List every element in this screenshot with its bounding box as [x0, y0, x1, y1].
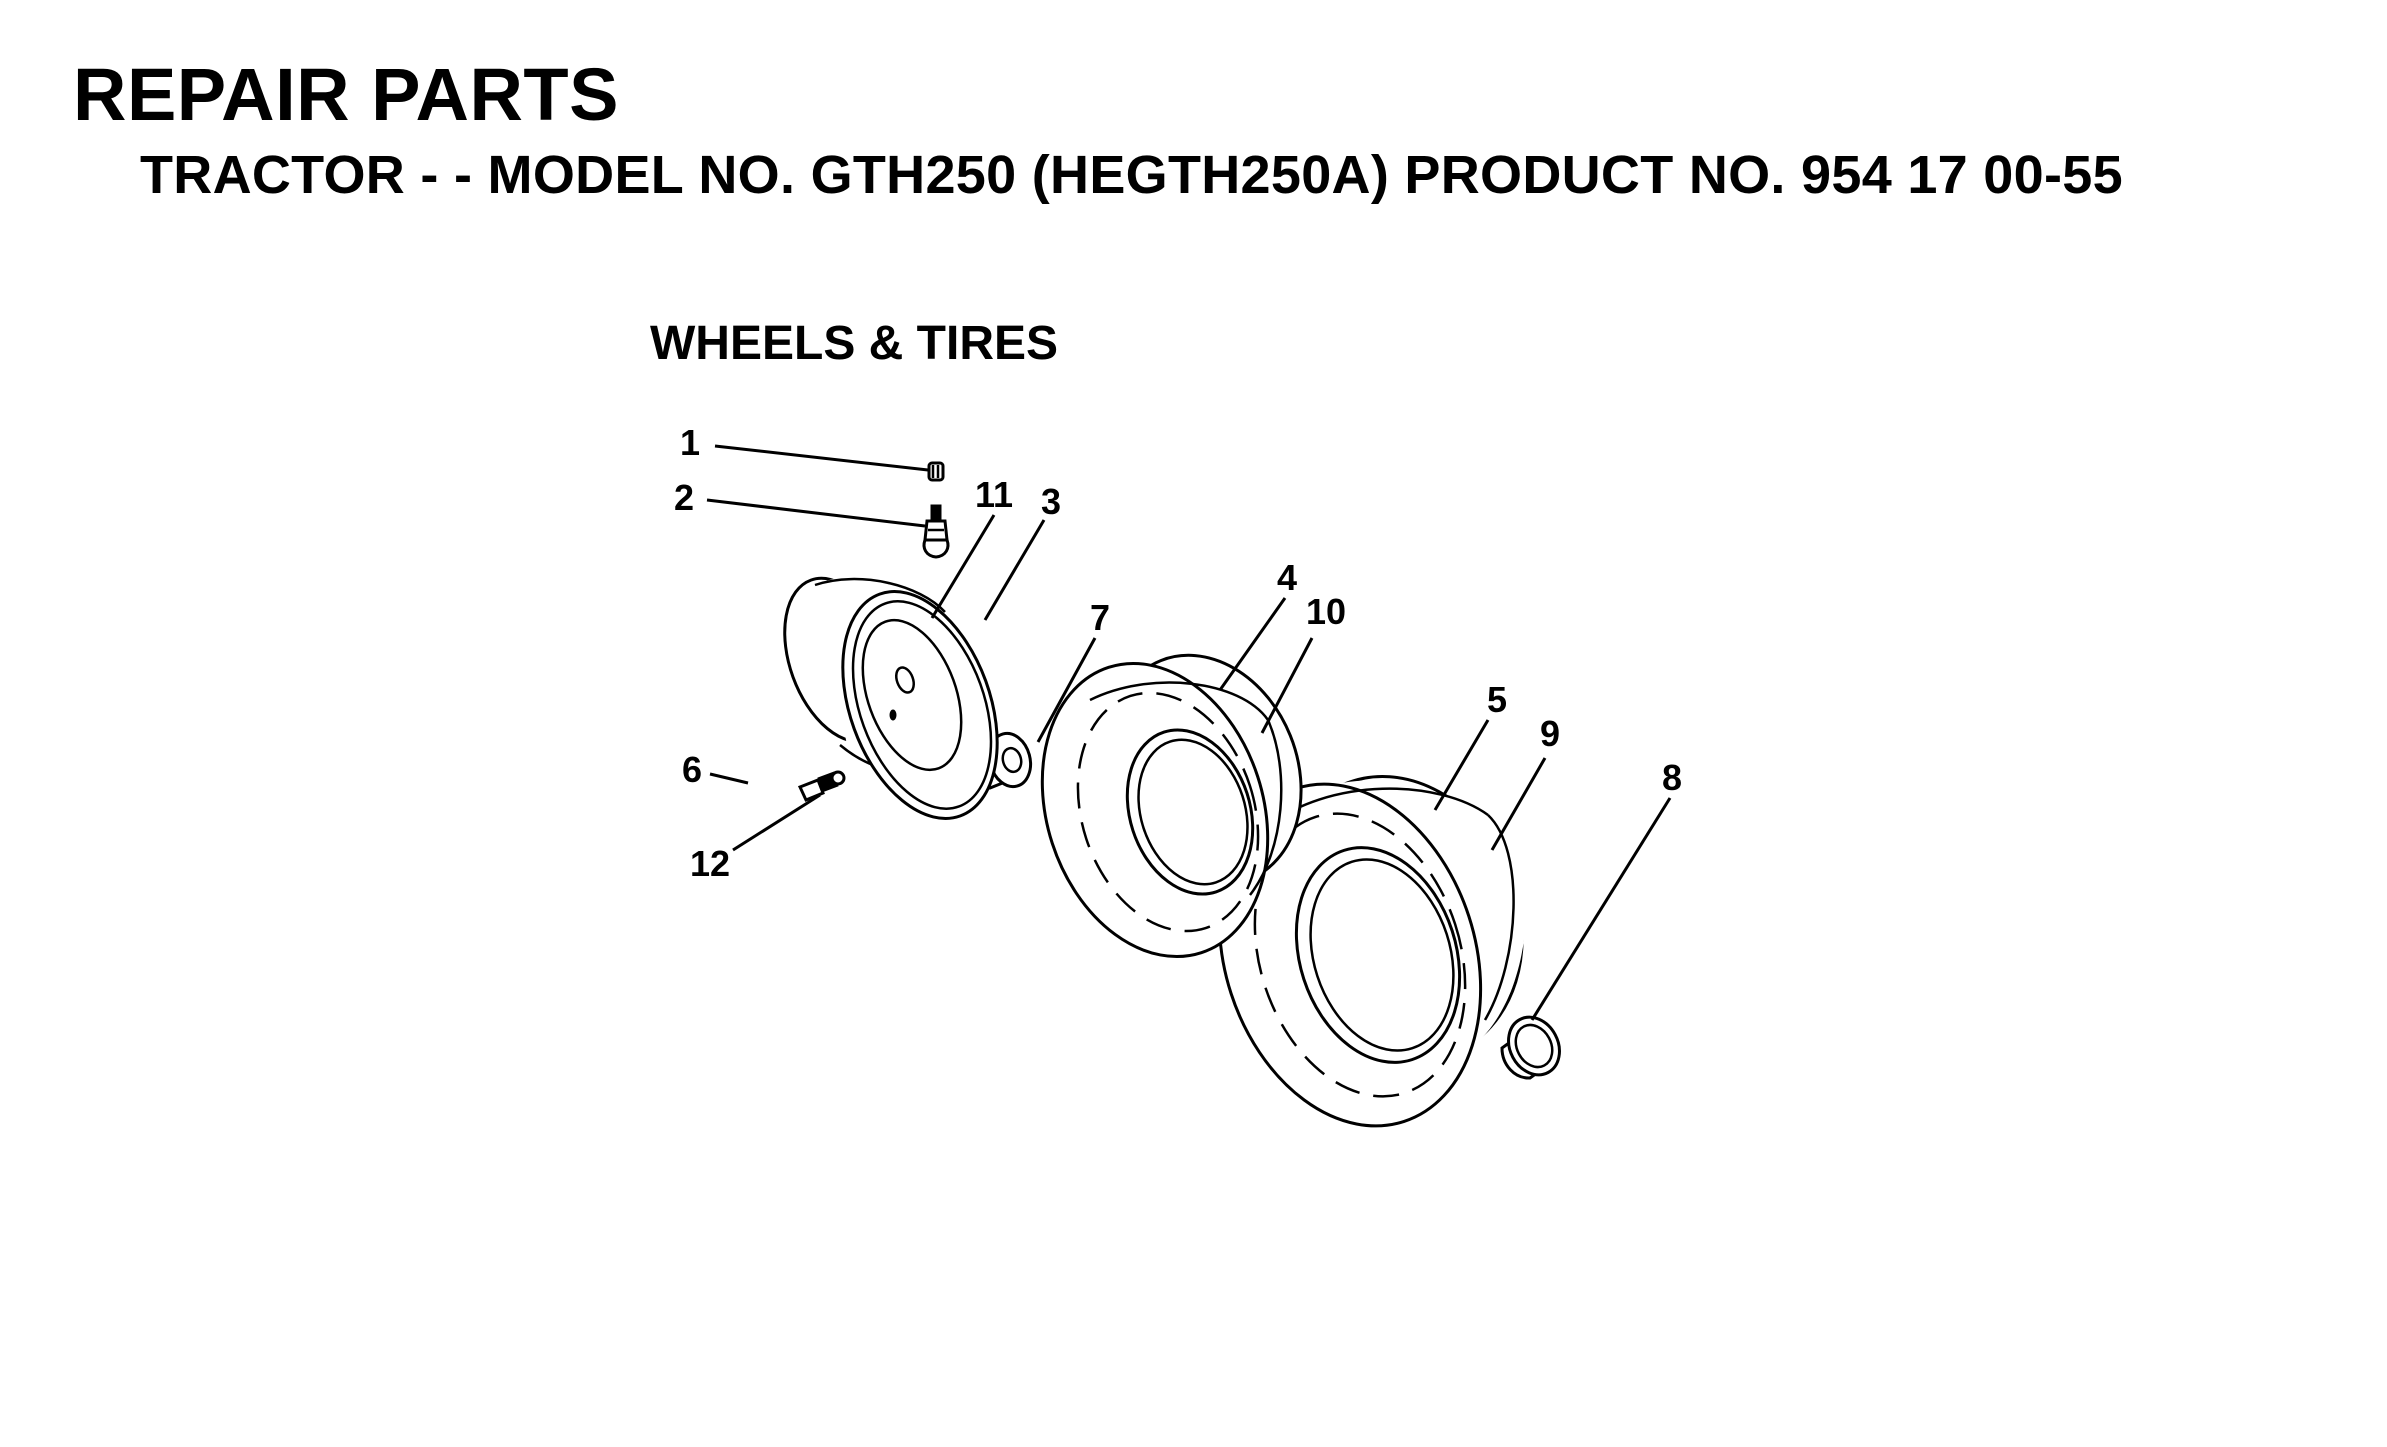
leader-7 — [1036, 637, 1097, 743]
callout-labels: 1 2 11 3 7 4 10 5 9 8 6 12 — [674, 422, 1682, 884]
callout-3: 3 — [1041, 481, 1061, 522]
part-4-front-tire — [1040, 653, 1303, 959]
leader-2 — [706, 498, 926, 528]
leader-lines — [706, 444, 1672, 1021]
leader-6 — [709, 772, 749, 785]
leader-11 — [930, 514, 996, 619]
callout-10: 10 — [1306, 591, 1346, 632]
leader-8 — [1530, 797, 1672, 1021]
part-8-hub-cap — [1500, 1015, 1561, 1080]
leader-4 — [1218, 597, 1287, 691]
leader-1 — [714, 444, 929, 472]
leader-12 — [732, 793, 821, 852]
callout-9: 9 — [1540, 713, 1560, 754]
leader-9 — [1490, 757, 1547, 851]
callout-1: 1 — [680, 422, 700, 463]
leader-5 — [1433, 719, 1490, 811]
page-title: REPAIR PARTS — [73, 53, 619, 136]
callout-2: 2 — [674, 477, 694, 518]
callout-7: 7 — [1090, 597, 1110, 638]
callout-12: 12 — [690, 843, 730, 884]
page-subtitle: TRACTOR - - MODEL NO. GTH250 (HEGTH250A)… — [140, 145, 2123, 205]
callout-11: 11 — [975, 474, 1013, 515]
part-3-wheel-rim — [783, 576, 999, 820]
leader-3 — [983, 519, 1046, 621]
callout-8: 8 — [1662, 757, 1682, 798]
callout-5: 5 — [1487, 679, 1507, 720]
section-title: WHEELS & TIRES — [650, 317, 1059, 370]
part-2-valve-stem — [922, 504, 950, 559]
part-1-valve-cap — [927, 461, 945, 482]
callout-4: 4 — [1277, 557, 1297, 598]
part-6-grease-fitting — [797, 770, 846, 802]
leader-10 — [1260, 637, 1314, 734]
callout-6: 6 — [682, 749, 702, 790]
